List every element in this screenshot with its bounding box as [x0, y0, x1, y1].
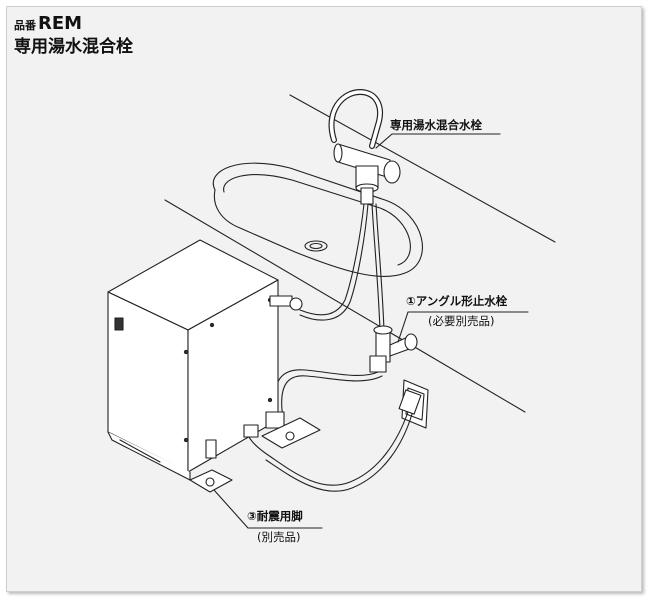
- label-faucet: 専用湯水混合水栓: [390, 118, 482, 132]
- counter-front-edge: [164, 199, 526, 413]
- seismic-feet-graphic: [189, 417, 321, 493]
- water-heater-unit: [107, 239, 279, 481]
- label-angle-valve: ①アングル形止水栓: [406, 294, 508, 308]
- faucet-graphic: [328, 89, 401, 205]
- power-cord: [245, 411, 409, 486]
- leader-angle-valve: [397, 311, 529, 343]
- sink-drain: [304, 240, 328, 252]
- label-angle-valve-note: (必要別売品): [428, 314, 495, 328]
- product-code: REM: [38, 13, 83, 34]
- sink-bowl: [212, 162, 423, 277]
- power-plug: [398, 389, 422, 415]
- product-number-prefix: 品番: [14, 19, 36, 32]
- sink-bowl-inner: [223, 174, 411, 266]
- label-seismic-feet: ③耐震用脚: [247, 509, 303, 523]
- heater-fittings: [205, 295, 303, 459]
- installation-diagram: [107, 89, 556, 529]
- leader-seismic-feet: [213, 489, 323, 529]
- label-seismic-feet-note: (別売品): [257, 530, 301, 544]
- product-name: 専用湯水混合栓: [14, 37, 133, 57]
- hose-to-heater-hot: [299, 203, 365, 316]
- angle-valve-graphic: [369, 325, 418, 373]
- wall-outlet-graphic: [398, 379, 429, 429]
- faucet-handle-left: [333, 143, 343, 163]
- leader-faucet: [375, 133, 501, 149]
- hose-to-angle-valve: [371, 203, 381, 331]
- faucet-handle-right: [383, 160, 401, 184]
